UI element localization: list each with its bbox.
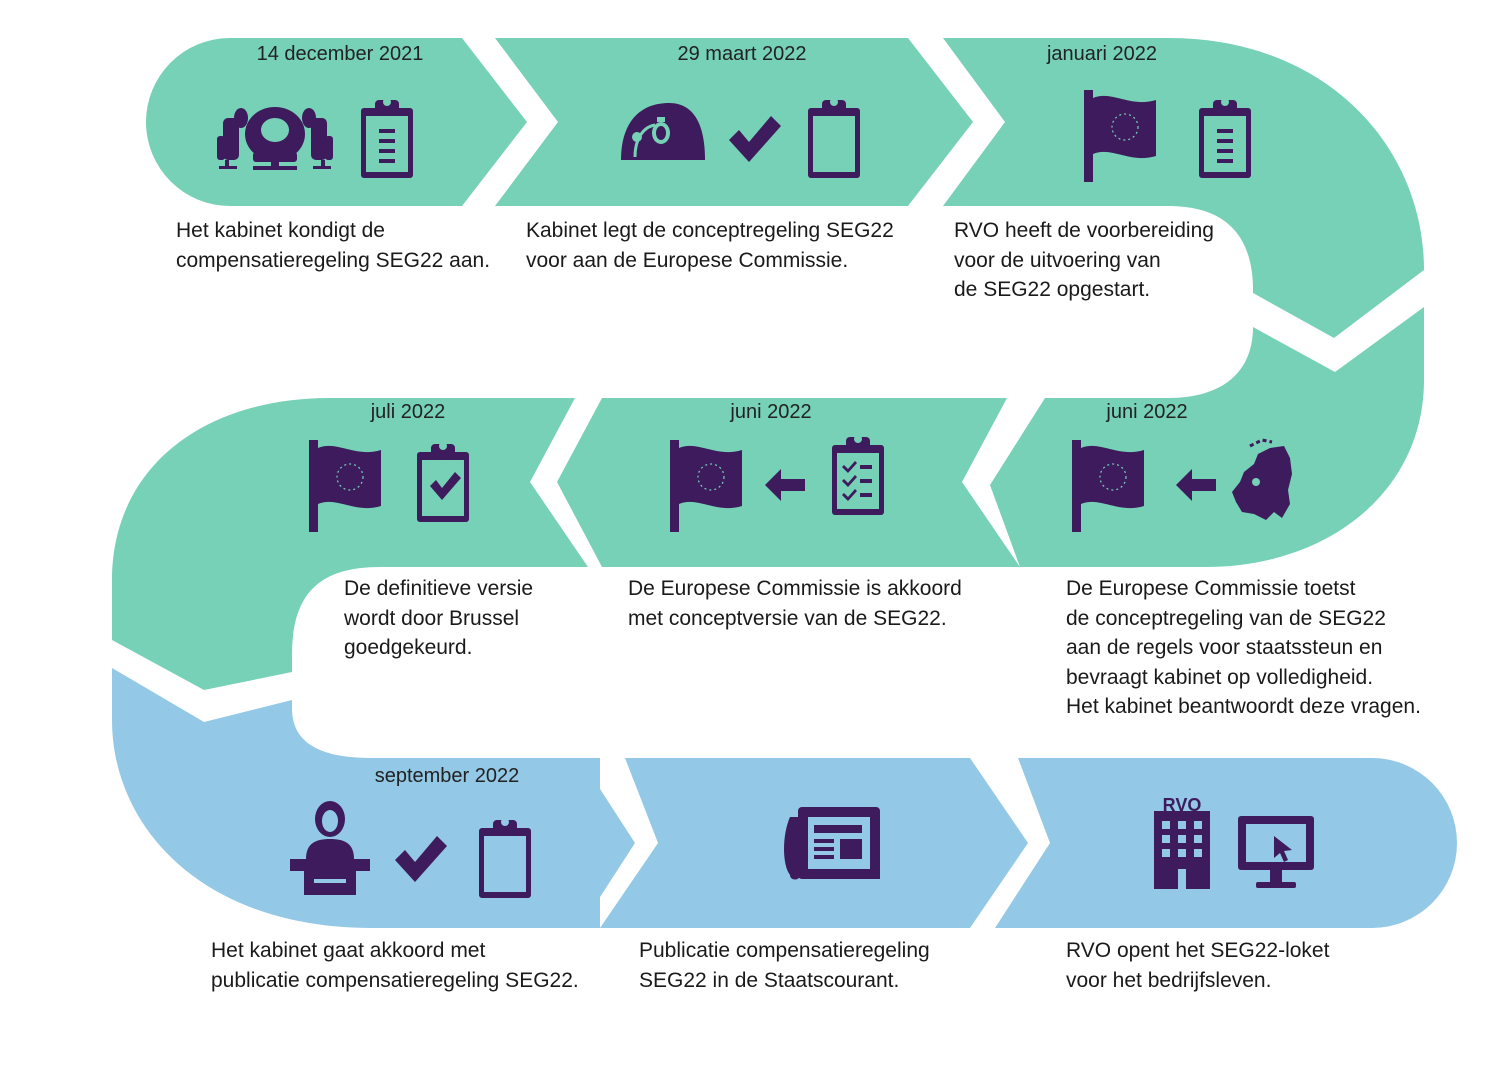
step-3-date: januari 2022 [1046,43,1157,65]
segment-1 [146,38,527,206]
clipboard-list-icon [361,98,413,178]
rvo-building-icon: RVO [1154,795,1210,889]
checklist-icon [832,435,884,515]
netherlands-map-icon [1232,438,1292,520]
step-5-description: De Europese Commissie is akkoord met con… [628,577,962,630]
step-4-description: De Europese Commissie toetst de conceptr… [1066,577,1421,718]
step-1-description: Het kabinet kondigt de compensatieregeli… [176,219,491,272]
parliament-seats-icon [217,107,333,170]
step-7-description: Het kabinet gaat akkoord met publicatie … [211,939,579,992]
step-6-date: juli 2022 [370,401,446,423]
speaker-podium-icon [290,801,370,895]
step-8-description: Publicatie compensatieregeling SEG22 in … [639,939,930,992]
clipboard-icon [808,98,860,178]
newspaper-icon [784,807,880,880]
clipboard-check-icon [417,442,469,522]
step-1-date: 14 december 2021 [257,43,424,65]
building-label: RVO [1163,795,1202,815]
segment-6 [112,398,588,690]
step-2-description: Kabinet legt de conceptregeling SEG22 vo… [526,219,894,272]
step-2-date: 29 maart 2022 [678,43,807,65]
segment-4-curve [990,307,1424,567]
step-5-date: juni 2022 [729,401,811,423]
segment-10 [995,758,1457,928]
step-4-date: juni 2022 [1105,401,1187,423]
step-7-date: september 2022 [375,765,520,787]
segment-3 [943,38,1424,338]
clipboard-list-icon [1199,98,1251,178]
government-helmet-icon [621,103,705,160]
computer-monitor-icon [1238,816,1314,888]
clipboard-icon [479,818,531,898]
step-3-description: RVO heeft de voorbereiding voor de uitvo… [954,219,1214,301]
step-9-description: RVO opent het SEG22-loket voor het bedri… [1066,939,1330,992]
step-6-description: De definitieve versie wordt door Brussel… [344,577,534,659]
